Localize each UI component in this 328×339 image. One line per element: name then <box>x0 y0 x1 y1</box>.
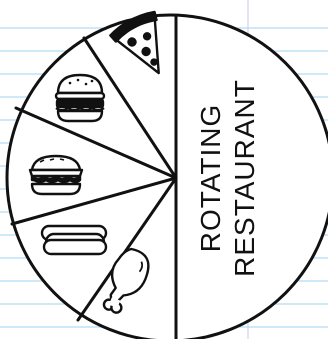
submarine-sandwich-icon <box>30 156 82 194</box>
title-line-1: ROTATING <box>195 104 226 253</box>
title-line-2: RESTAURANT <box>229 79 260 277</box>
hamburger-icon <box>56 75 104 121</box>
hot-dog-icon <box>42 226 106 254</box>
